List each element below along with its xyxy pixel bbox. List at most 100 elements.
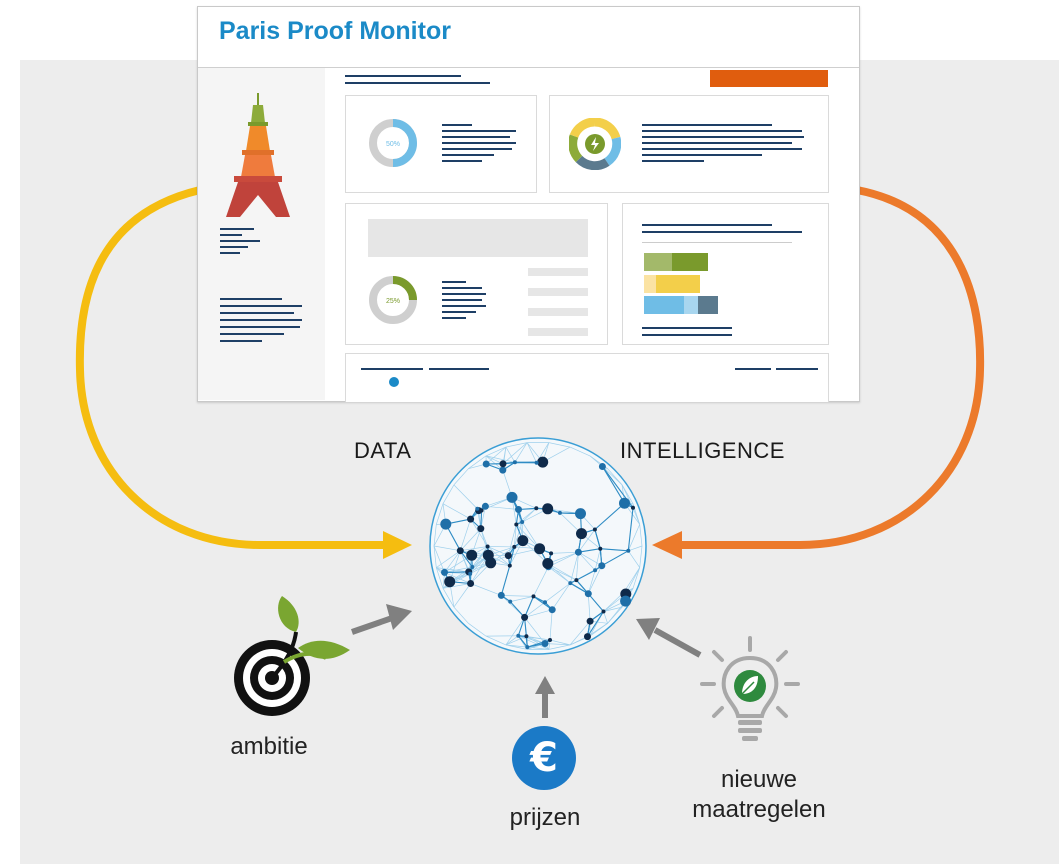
- header-accent-bar: [710, 70, 828, 87]
- network-node: [504, 552, 512, 560]
- card-line: [442, 142, 516, 144]
- card-line: [442, 293, 486, 295]
- bar-segment: [698, 296, 718, 314]
- network-edge: [548, 644, 571, 650]
- network-edge: [587, 593, 591, 622]
- network-edge: [444, 566, 473, 573]
- network-edge: [601, 550, 629, 567]
- grey-arrowhead: [636, 618, 660, 640]
- timeline-line: [429, 368, 489, 370]
- network-edge: [533, 595, 546, 603]
- yellow-loop-arrow: [75, 186, 389, 549]
- network-node: [506, 491, 518, 503]
- sidebar-line: [220, 326, 300, 328]
- network-edge: [468, 455, 487, 469]
- network-edge: [639, 545, 643, 568]
- network-edge: [485, 505, 519, 510]
- network-edge: [587, 611, 604, 637]
- network-node: [456, 547, 464, 555]
- nieuwe-maatregelen-label: nieuwe maatregelen: [664, 765, 854, 825]
- card-line: [642, 160, 704, 162]
- placeholder-row: [528, 268, 588, 276]
- network-edge: [569, 552, 579, 584]
- network-edge: [526, 635, 551, 641]
- network-edge: [607, 606, 623, 624]
- bar-segment: [644, 275, 656, 293]
- network-edge: [551, 551, 579, 554]
- bar-segment: [672, 253, 708, 271]
- network-node: [470, 565, 475, 569]
- network-edge: [639, 524, 643, 547]
- network-edge: [501, 595, 534, 597]
- network-edge: [505, 635, 527, 646]
- timeline-dot: [389, 377, 399, 387]
- network-edge: [548, 551, 579, 568]
- network-node: [575, 508, 586, 520]
- title-divider: [198, 67, 859, 68]
- network-edge: [433, 524, 437, 547]
- network-edge: [632, 567, 641, 589]
- network-edge: [505, 644, 528, 648]
- network-node: [543, 600, 547, 605]
- eiffel-tower-icon: [226, 93, 290, 217]
- network-edge: [544, 582, 571, 603]
- network-edge: [544, 643, 571, 646]
- network-node: [441, 568, 448, 576]
- timeline-line: [776, 368, 818, 370]
- network-edge: [587, 570, 596, 594]
- card-line: [642, 142, 792, 144]
- network-node: [626, 548, 631, 553]
- network-node: [482, 549, 494, 561]
- network-edge: [524, 601, 546, 618]
- network-edge: [510, 596, 534, 602]
- network-edge: [526, 442, 537, 463]
- network-edge: [589, 623, 608, 637]
- network-edge: [569, 620, 591, 646]
- network-node: [534, 506, 539, 511]
- network-edge: [442, 484, 455, 504]
- network-edge: [485, 455, 504, 471]
- network-edge: [578, 548, 601, 553]
- network-node: [499, 466, 507, 474]
- network-edge: [578, 551, 596, 571]
- sidebar-line: [220, 305, 302, 307]
- network-node: [542, 503, 554, 515]
- sidebar-line: [220, 240, 260, 242]
- prijzen-label: prijzen: [509, 804, 581, 831]
- sidebar-line: [220, 298, 282, 300]
- network-edge: [576, 569, 596, 581]
- target-plant-icon: [234, 596, 350, 716]
- network-edge: [433, 545, 461, 552]
- network-node: [586, 617, 594, 625]
- network-node: [482, 460, 490, 468]
- euro-coin-icon: €: [512, 726, 576, 790]
- card-line: [442, 160, 482, 162]
- network-node: [531, 594, 536, 599]
- network-edge: [509, 546, 515, 566]
- network-edge: [516, 524, 540, 549]
- network-node: [512, 544, 517, 549]
- monitor-title: Paris Proof Monitor: [219, 17, 451, 45]
- nieuwe-label: nieuwe: [720, 766, 798, 793]
- network-node: [440, 518, 452, 530]
- network-node: [514, 522, 519, 527]
- network-edge: [578, 551, 602, 567]
- network-edge: [444, 571, 469, 573]
- network-edge: [576, 552, 579, 581]
- sidebar-line: [220, 252, 240, 254]
- maatregelen-label: maatregelen: [692, 796, 826, 823]
- network-edge: [533, 595, 553, 611]
- network-edge: [587, 593, 604, 612]
- card-line: [642, 148, 802, 150]
- network-edge: [453, 468, 469, 486]
- timeline-line: [361, 368, 423, 370]
- placeholder-block: [368, 219, 588, 257]
- bar-segment: [644, 253, 672, 271]
- network-edge: [442, 503, 471, 520]
- network-edge: [505, 442, 528, 448]
- network-node: [584, 633, 591, 641]
- network-edge: [505, 617, 525, 646]
- network-edge: [453, 606, 469, 624]
- sidebar-line: [220, 312, 294, 314]
